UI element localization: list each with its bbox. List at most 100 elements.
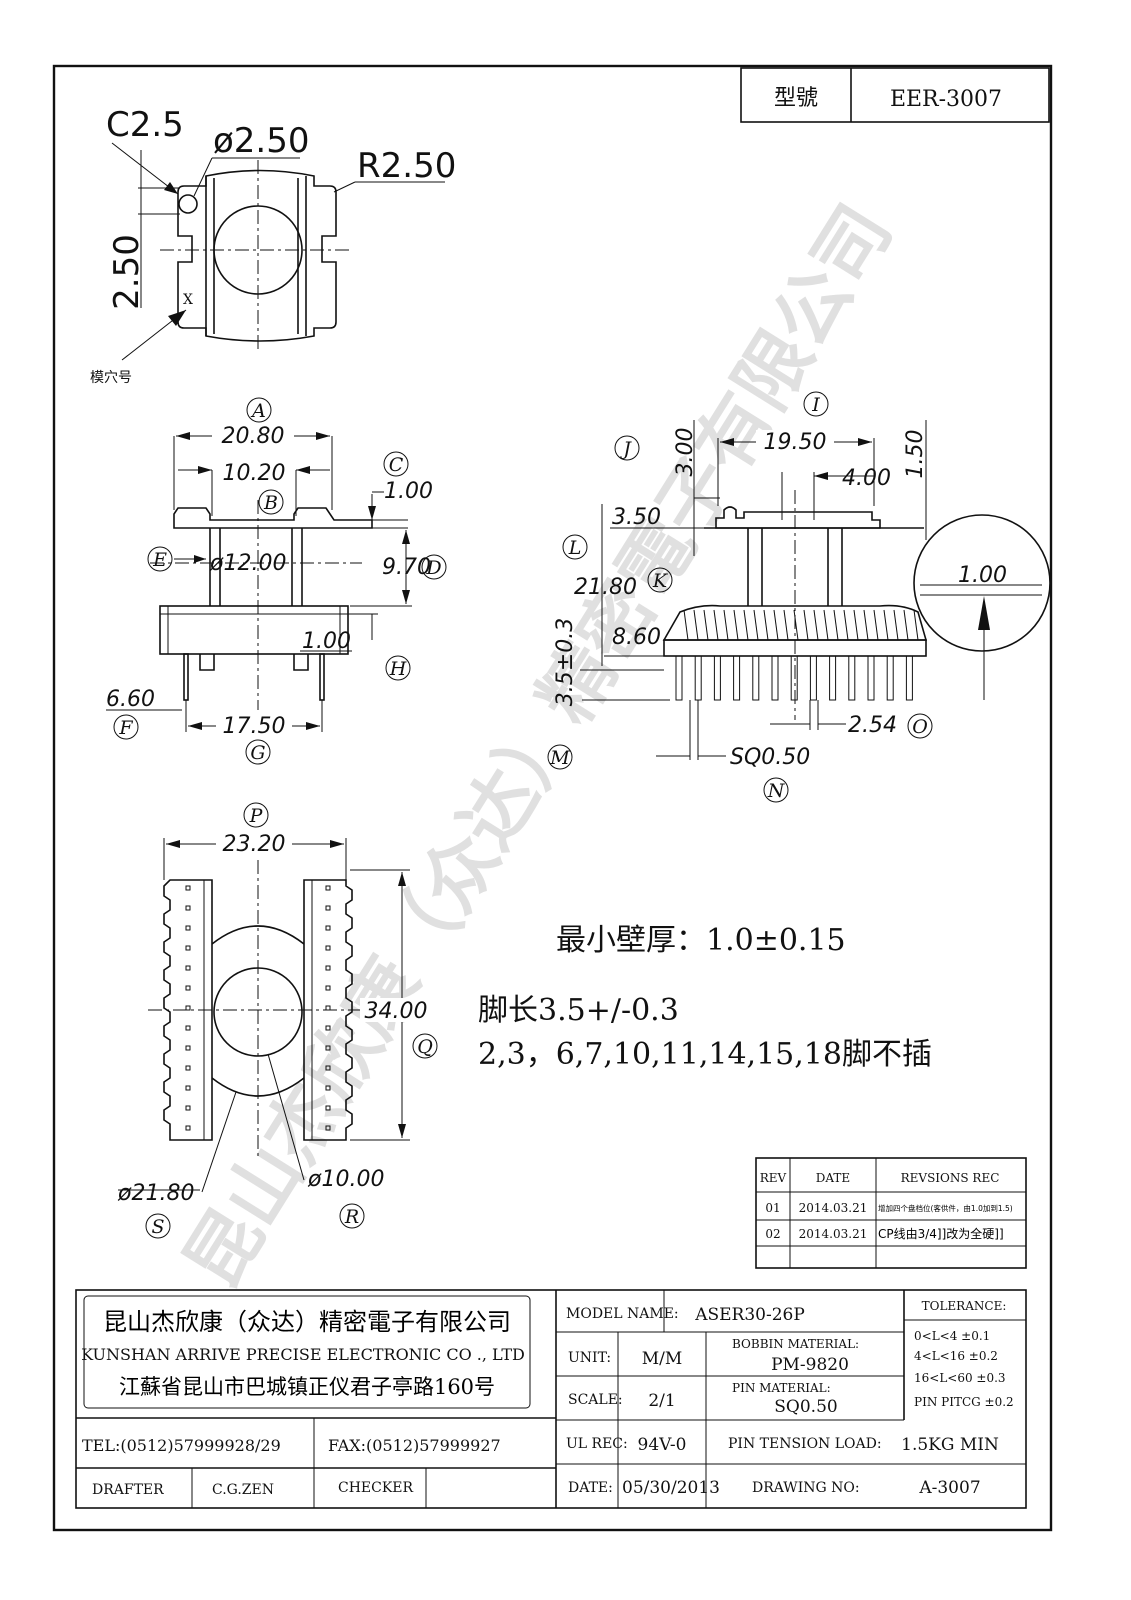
base-rib — [813, 609, 819, 641]
rev-row-2-desc: CP线由3/4]]改为全硬]] — [878, 1226, 1004, 1241]
side-detail-dim: 1.00 — [958, 563, 1007, 588]
side-pitch-dim: 2.54 — [848, 713, 897, 738]
base-rib — [683, 609, 689, 641]
desc-col-header: REVSIONS REC — [901, 1171, 1000, 1185]
side-top-width-dim: 19.50 — [764, 430, 827, 455]
model-label: 型號 — [774, 86, 818, 111]
ul-label: UL REC: — [566, 1436, 628, 1452]
pin-hole — [185, 1065, 191, 1071]
side-rib-dim: 3.50 — [612, 505, 661, 530]
front-pin-len-dim: 6.60 — [106, 687, 155, 712]
base-rib — [883, 609, 889, 641]
pin-hole — [325, 885, 331, 891]
drawing-no-value: A-3007 — [918, 1478, 980, 1498]
pin-hole — [185, 885, 191, 891]
pin-hole — [325, 945, 331, 951]
revision-table: REV DATE REVSIONS REC 01 2014.03.21 增加四个… — [755, 1157, 1027, 1269]
base-rib — [913, 609, 919, 641]
callout-o: O — [912, 716, 928, 738]
side-pin — [829, 655, 837, 701]
drafter-name: C.G.ZEN — [212, 1482, 274, 1498]
callout-j: J — [619, 438, 632, 460]
checker-label: CHECKER — [338, 1480, 414, 1496]
side-view: 19.50 4.00 3.00 1.50 3.50 21.80 8.60 3.5… — [547, 391, 1051, 803]
top-view: C2.5 ø2.50 R2.50 2.50 X 模穴号 — [90, 105, 456, 386]
mold-mark: X — [183, 292, 193, 308]
front-flange-dim: 1.00 — [384, 479, 433, 504]
rev-row-1-desc: 增加四个盘档位(客供件，由1.0加到1.5) — [878, 1203, 1013, 1213]
rev-row-2-rev: 02 — [765, 1227, 780, 1241]
company-fax: FAX:(0512)57999927 — [328, 1436, 501, 1455]
callout-d: D — [425, 557, 441, 579]
callout-i: I — [811, 394, 820, 416]
side-pin — [848, 655, 856, 701]
pin-hole — [185, 945, 191, 951]
front-inner-dim: 10.20 — [223, 461, 286, 486]
pin-hole — [325, 1045, 331, 1051]
rev-row-1-date: 2014.03.21 — [799, 1201, 868, 1215]
radius-dim: R2.50 — [357, 146, 456, 186]
pin-hole — [325, 1065, 331, 1071]
company-address: 江蘇省昆山市巴城镇正仪君子亭路160号 — [119, 1375, 495, 1399]
base-rib — [733, 609, 739, 641]
callout-l: L — [568, 537, 582, 559]
bobbin-material-label: BOBBIN MATERIAL: — [732, 1337, 859, 1351]
side-pin-sq-dim: SQ0.50 — [730, 745, 810, 770]
title-block: 昆山杰欣康（众达）精密電子有限公司 KUNSHAN ARRIVE PRECISE… — [75, 1289, 1027, 1509]
callout-s: S — [151, 1216, 164, 1238]
bottom-inner-dia-dim: ø10.00 — [307, 1167, 384, 1192]
model-header: 型號 EER-3007 — [740, 67, 1050, 123]
callout-b: B — [263, 492, 278, 514]
side-pin — [713, 655, 721, 701]
side-pin — [886, 655, 894, 701]
pin-hole — [185, 1125, 191, 1131]
pin-material-value: SQ0.50 — [774, 1397, 837, 1417]
scale-label: SCALE: — [568, 1392, 623, 1408]
pin-hole — [185, 905, 191, 911]
rev-row-1-rev: 01 — [765, 1201, 780, 1215]
front-view: 20.80 10.20 1.00 9.70 ø12.00 1.00 6.60 — [106, 397, 447, 765]
base-rib — [703, 609, 709, 641]
base-rib — [773, 609, 779, 641]
callout-h: H — [389, 658, 407, 680]
callout-f: F — [118, 717, 133, 739]
drafter-label: DRAFTER — [92, 1482, 164, 1498]
mold-cavity-label: 模穴号 — [90, 370, 132, 386]
front-pin-span-dim: 17.50 — [223, 714, 286, 739]
hole-dia-dim: ø2.50 — [213, 121, 310, 161]
pin-hole — [325, 965, 331, 971]
scale-value: 2/1 — [648, 1391, 675, 1411]
tolerance-3: 16<L<60 ±0.3 — [914, 1371, 1006, 1385]
callout-m: M — [549, 747, 570, 769]
side-pin — [771, 655, 779, 701]
tolerance-1: 0<L<4 ±0.1 — [914, 1329, 990, 1343]
side-pin — [752, 655, 760, 701]
side-pin — [675, 655, 683, 701]
base-rib — [893, 609, 899, 641]
bottom-view: 23.20 34.00 ø21.80 ø10.00 P Q R S — [117, 802, 438, 1239]
side-base-h-dim: 8.60 — [612, 625, 661, 650]
rev-col-header: REV — [760, 1171, 787, 1185]
callout-a: A — [250, 400, 266, 422]
pins-removed-note: 2,3，6,7,10,11,14,15,18脚不插 — [478, 1037, 932, 1072]
callout-c: C — [389, 454, 404, 476]
bottom-width-dim: 23.20 — [223, 832, 286, 857]
base-rib — [693, 609, 699, 641]
base-rib — [713, 609, 719, 641]
pin-material-label: PIN MATERIAL: — [732, 1381, 831, 1395]
base-rib — [753, 609, 759, 641]
pin-hole — [185, 965, 191, 971]
base-rib — [823, 609, 829, 641]
base-rib — [763, 609, 769, 641]
side-step-dim: 4.00 — [842, 466, 891, 491]
callout-p: P — [249, 805, 264, 827]
tolerance-2: 4<L<16 ±0.2 — [914, 1349, 998, 1363]
pin-hole — [185, 1025, 191, 1031]
base-rib — [833, 609, 839, 641]
callout-g: G — [250, 742, 265, 764]
side-pin — [790, 655, 798, 701]
unit-value: M/M — [642, 1349, 683, 1369]
drawing-no-label: DRAWING NO: — [752, 1480, 860, 1496]
pin-hole — [325, 905, 331, 911]
